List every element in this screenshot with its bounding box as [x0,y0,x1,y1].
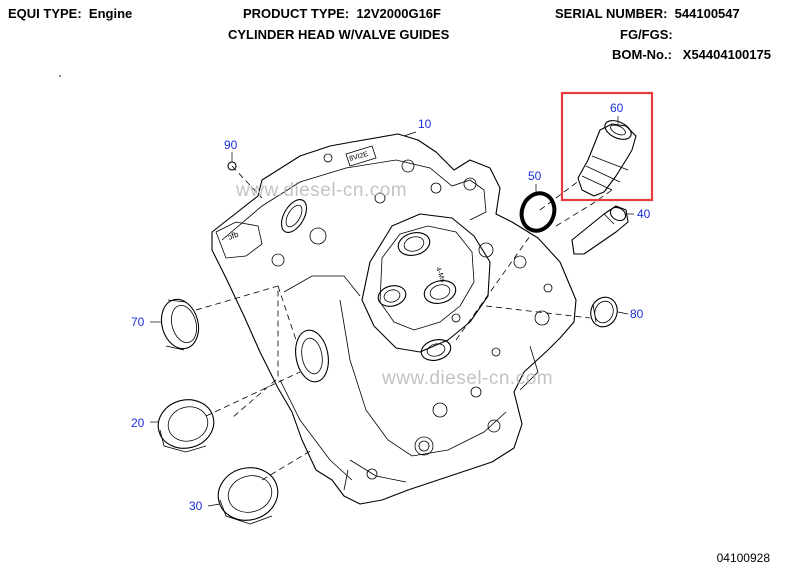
serial-number-value: 544100547 [674,6,740,21]
callout-70: 70 [131,315,145,329]
document-number: 04100928 [716,551,770,565]
callout-20: 20 [131,416,145,430]
highlight-box-part-60 [560,91,654,202]
part-20-ring [157,399,215,453]
svg-text:4-Ms: 4-Ms [434,266,446,283]
svg-text:ɔfb: ɔfb [227,230,241,242]
part-40-guide-sleeve [571,205,629,255]
part-30-ring [217,467,279,525]
watermark-bottom: www.diesel-cn.com [381,368,553,389]
callout-90: 90 [224,138,238,152]
part-50-o-ring [519,191,557,233]
equi-type-label: EQUI TYPE: Engine [8,6,133,21]
bom-number-value: X54404100175 [682,47,771,62]
bom-number-label: BOM-No.: X54404100175 [612,47,771,62]
watermark-top: www.diesel-cn.com [235,180,407,201]
part-60-valve-guide [577,120,637,197]
callout-10: 10 [418,117,432,131]
callout-30: 30 [189,499,203,513]
callout-60: 60 [610,101,624,115]
product-type-value: 12V2000G16F [356,6,441,21]
callout-80: 80 [630,307,644,321]
serial-number-label: SERIAL NUMBER: 544100547 [555,6,740,21]
diagram-subtitle: CYLINDER HEAD W/VALVE GUIDES [228,27,450,42]
callout-50: 50 [528,169,542,183]
cylinder-head-drawing: ɔfb 8VI2E 4-Ms [211,133,577,505]
part-80-cup-plug [590,296,618,328]
fg-fgs-label: FG/FGS: [620,27,673,42]
equi-type-value: Engine [88,6,133,21]
callout-40: 40 [637,207,651,221]
part-70-ring [160,298,200,351]
product-type-label: PRODUCT TYPE: 12V2000G16F [243,6,441,21]
